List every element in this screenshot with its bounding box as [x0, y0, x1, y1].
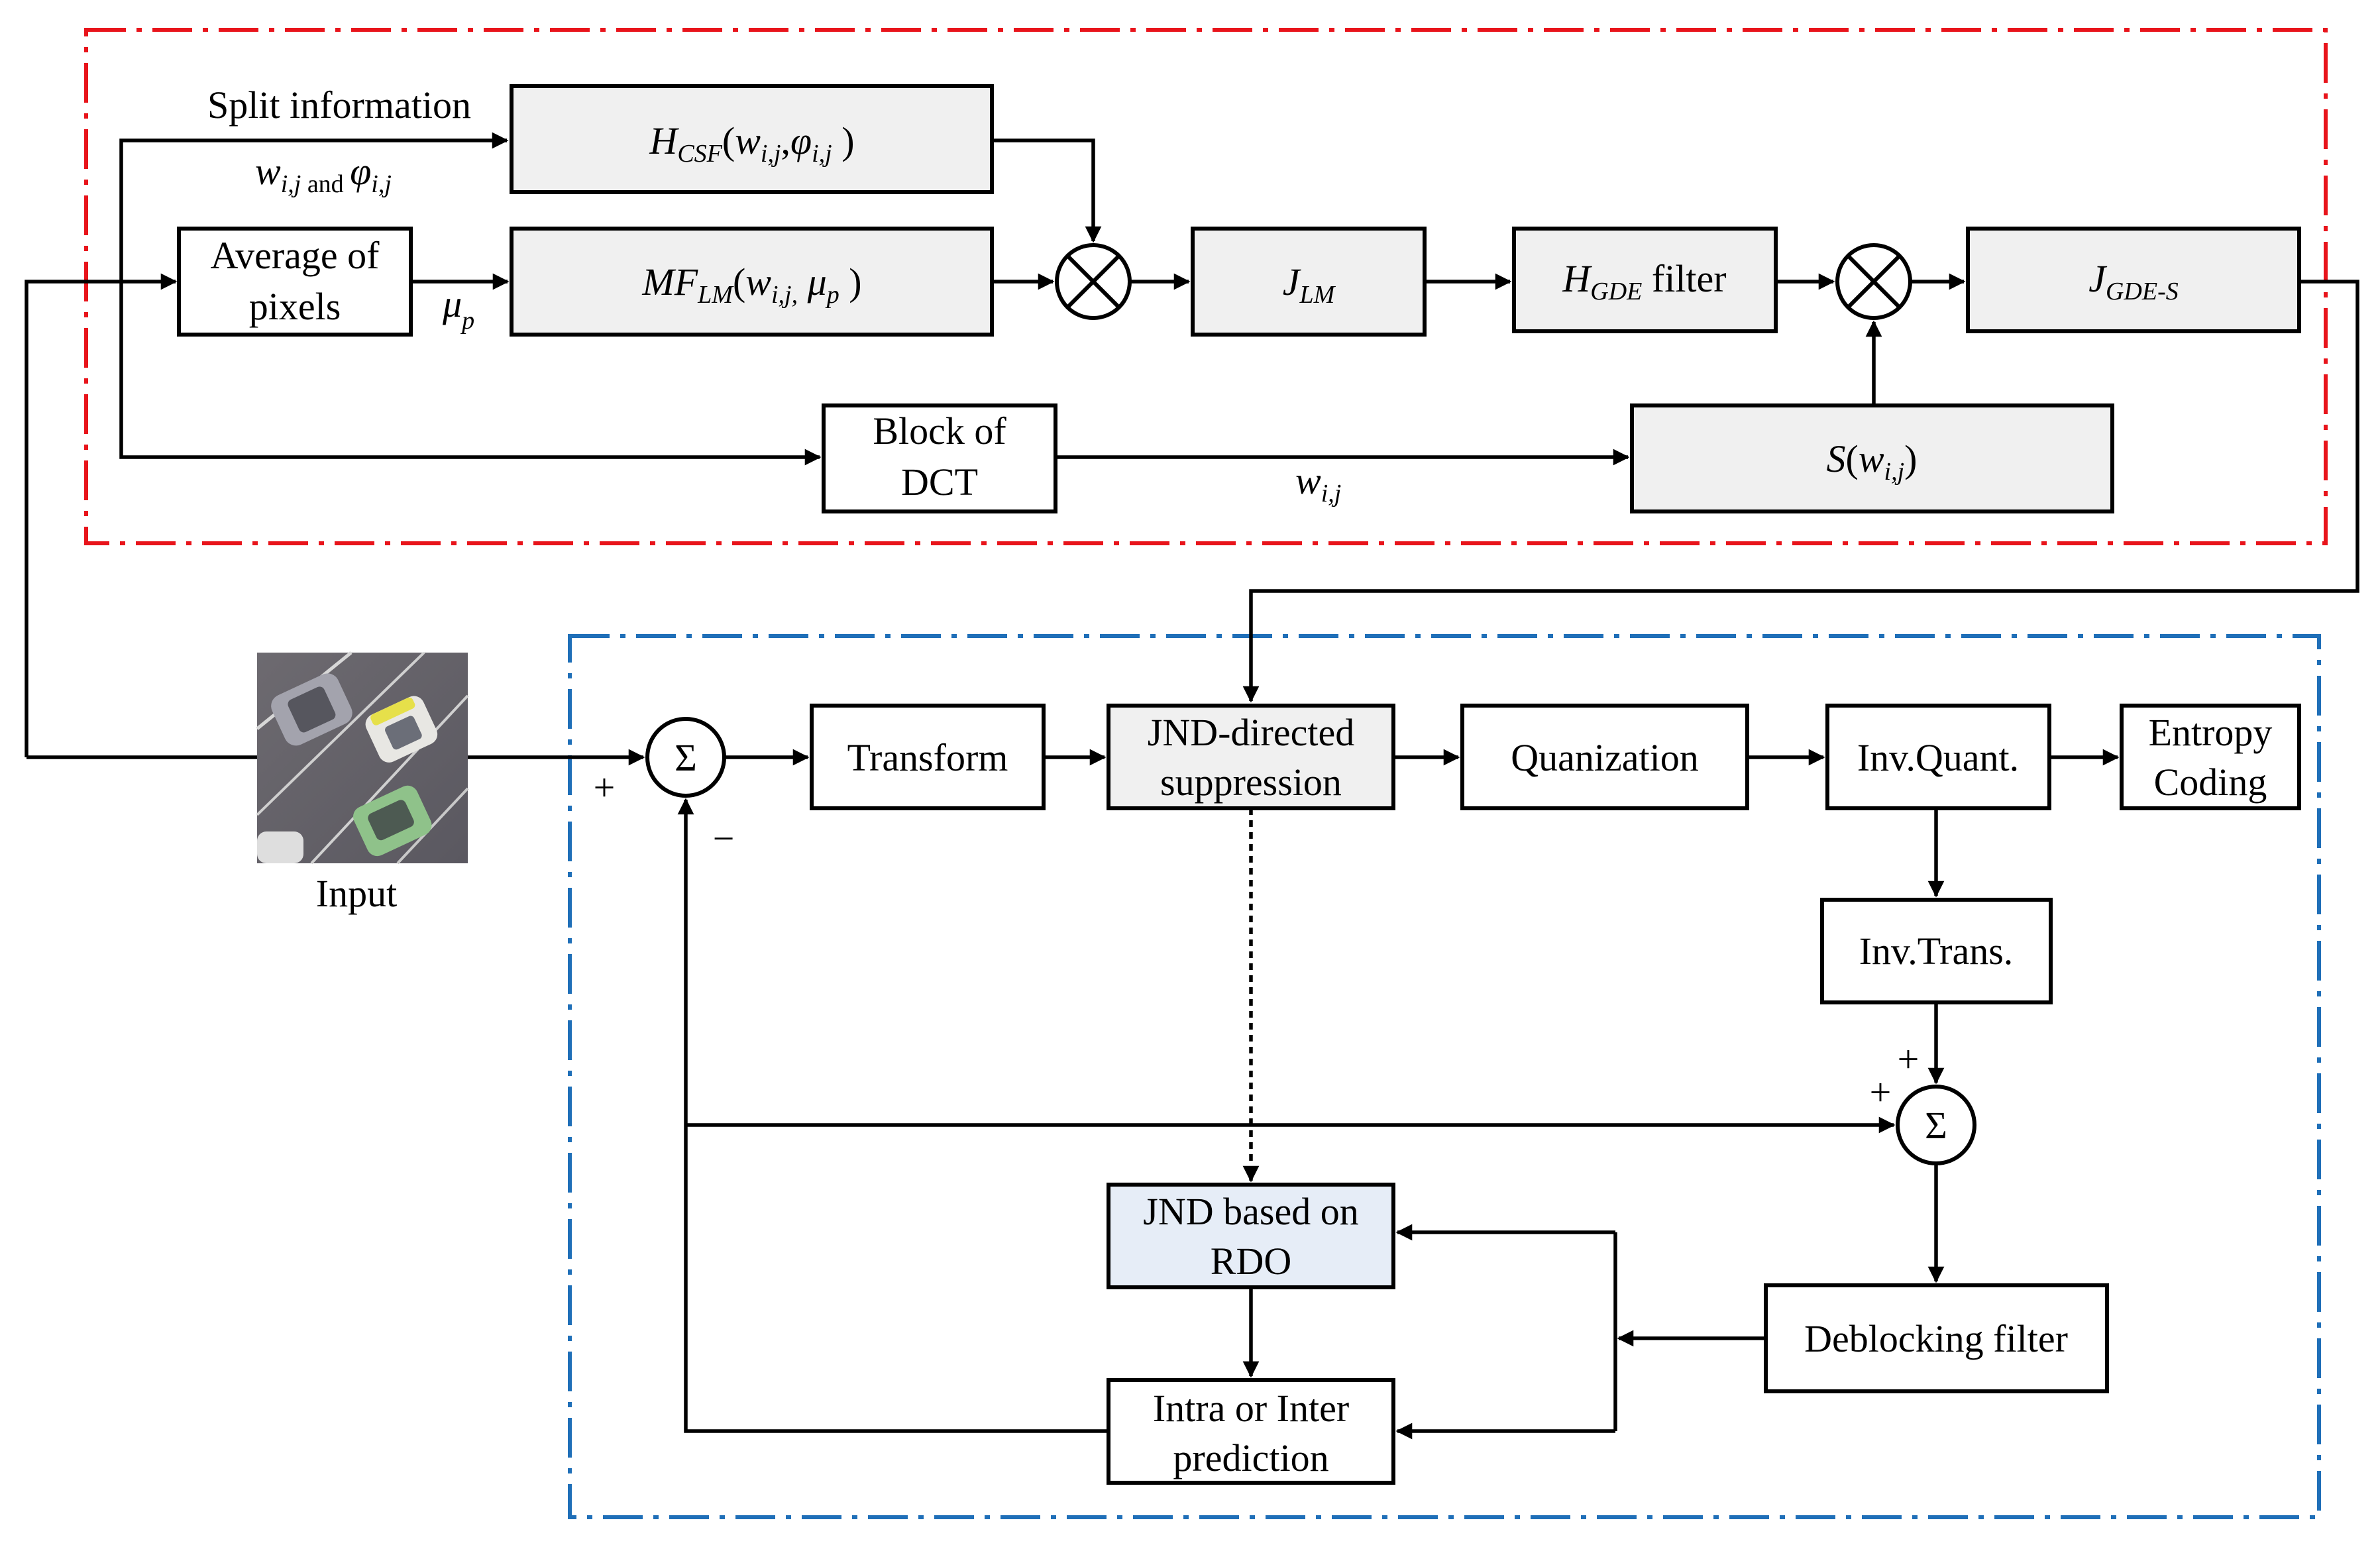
mflm-box: MFLM(wi,j, μp ): [510, 227, 994, 337]
split-symbols-label: wi,j and φi,j: [255, 150, 392, 198]
transform-box: Transform: [810, 704, 1046, 810]
svg-text:Entropy: Entropy: [2149, 711, 2273, 754]
svg-text:RDO: RDO: [1211, 1240, 1291, 1283]
hgde-filter-box: HGDE filter: [1512, 227, 1778, 333]
svg-text:Deblocking filter: Deblocking filter: [1804, 1317, 2068, 1360]
svg-text:JGDE-S: JGDE-S: [2088, 257, 2179, 305]
svg-text:prediction: prediction: [1173, 1436, 1328, 1479]
svg-text:Σ: Σ: [1925, 1104, 1947, 1147]
entropy-coding-box: Entropy Coding: [2120, 704, 2301, 810]
sum-node-1: Σ: [645, 717, 726, 798]
svg-text:Coding: Coding: [2154, 761, 2267, 804]
svg-text:pixels: pixels: [249, 285, 341, 328]
svg-text:Intra or Inter: Intra or Inter: [1153, 1387, 1349, 1430]
video-encoder-region: [568, 634, 2321, 1519]
sum2-plus-top: +: [1898, 1038, 1920, 1081]
jgde-s-box: JGDE-S: [1966, 227, 2301, 333]
svg-text:DCT: DCT: [901, 460, 978, 504]
svg-text:Σ: Σ: [675, 736, 697, 779]
sum1-plus-sign: +: [594, 766, 616, 809]
quantization-box: Quanization: [1460, 704, 1749, 810]
jnd-rdo-box: JND based on RDO: [1107, 1183, 1395, 1289]
deblocking-filter-box: Deblocking filter: [1764, 1283, 2109, 1393]
svg-text:Average of: Average of: [211, 234, 380, 277]
mu-p-label: μp: [442, 282, 474, 335]
svg-text:MFLM(wi,j, μp ): MFLM(wi,j, μp ): [641, 260, 861, 309]
svg-text:suppression: suppression: [1160, 761, 1342, 804]
svg-text:HGDE filter: HGDE filter: [1562, 257, 1726, 305]
input-label: Input: [316, 872, 397, 915]
jlm-box: JLM: [1191, 227, 1427, 337]
sum-node-2: Σ: [1896, 1085, 1976, 1165]
svg-text:Transform: Transform: [847, 736, 1008, 779]
inv-trans-box: Inv.Trans.: [1820, 898, 2053, 1004]
sum1-minus-sign: −: [713, 817, 735, 860]
s-function-box: S(wi,j): [1630, 403, 2114, 513]
inv-quant-box: Inv.Quant.: [1825, 704, 2051, 810]
svg-text:HCSF(wi,j,φi,j ): HCSF(wi,j,φi,j ): [649, 119, 854, 168]
split-information-label: Split information: [207, 83, 471, 127]
intra-inter-prediction-box: Intra or Inter prediction: [1107, 1378, 1395, 1485]
wij-label: wi,j: [1295, 459, 1341, 508]
multiply-node-2: [1835, 243, 1912, 320]
svg-text:Inv.Trans.: Inv.Trans.: [1859, 930, 2014, 973]
input-image: [256, 651, 469, 865]
jnd-directed-suppression-box: JND-directed suppression: [1107, 704, 1395, 810]
svg-text:S(wi,j): S(wi,j): [1827, 437, 1918, 486]
average-of-pixels-box: Average of pixels: [177, 227, 413, 337]
csf-jnd-model-region: [84, 28, 2328, 545]
svg-text:JND-directed: JND-directed: [1148, 711, 1354, 754]
svg-text:Quanization: Quanization: [1511, 736, 1698, 779]
hcsf-box: HCSF(wi,j,φi,j ): [510, 84, 994, 194]
multiply-node-1: [1055, 243, 1132, 320]
sum2-plus-left: +: [1870, 1071, 1892, 1114]
block-of-dct-box: Block of DCT: [822, 403, 1057, 513]
svg-text:Inv.Quant.: Inv.Quant.: [1857, 736, 2019, 779]
svg-text:JLM: JLM: [1283, 260, 1336, 309]
svg-text:Block of: Block of: [873, 409, 1006, 453]
bottom-wires: [27, 749, 2120, 1440]
top-wires: [25, 132, 2359, 757]
svg-text:JND based on: JND based on: [1143, 1190, 1358, 1233]
